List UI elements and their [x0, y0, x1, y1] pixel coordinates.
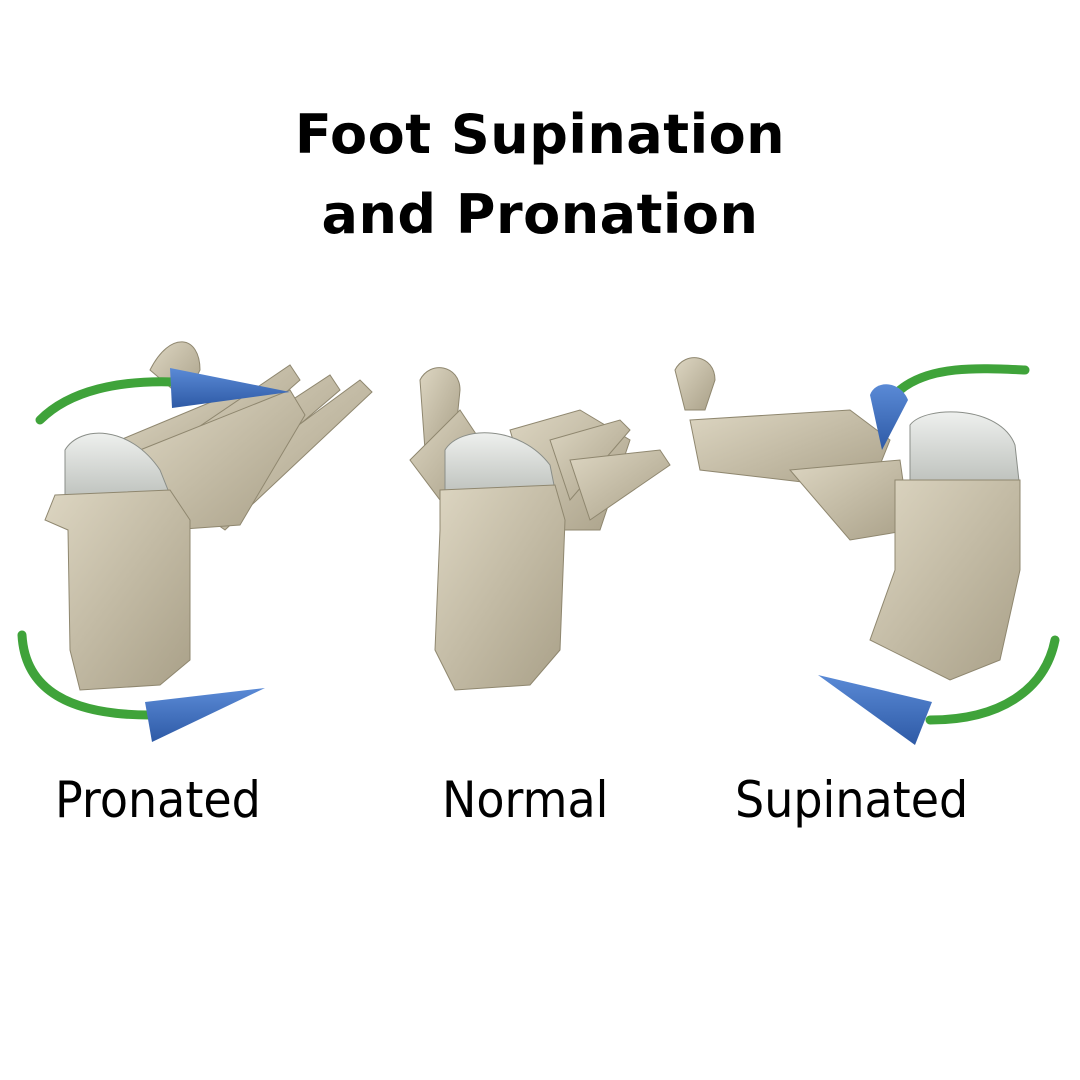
pronated-foot-illustration [0, 330, 400, 750]
normal-foot-illustration [400, 350, 690, 700]
upper-arrow-head [870, 384, 908, 450]
title-line-2: and Pronation [321, 183, 759, 246]
upper-arrow-shaft [35, 377, 180, 425]
toe-bones [119, 341, 373, 531]
lower-arrow-head [145, 688, 265, 742]
diagram-title: Foot Supination and Pronation [0, 95, 1080, 255]
upper-arrow-head [170, 368, 290, 408]
lower-arrow-shaft [17, 630, 155, 720]
lower-arrow-head [818, 675, 932, 745]
title-line-1: Foot Supination [294, 103, 786, 166]
upper-arrow-shaft [895, 364, 1030, 395]
lower-arrow-shaft [925, 635, 1060, 725]
label-normal: Normal [442, 771, 609, 829]
label-pronated: Pronated [55, 771, 261, 829]
label-supinated: Supinated [735, 771, 969, 829]
calcaneus [44, 489, 191, 691]
supinated-foot-illustration [670, 350, 1080, 750]
